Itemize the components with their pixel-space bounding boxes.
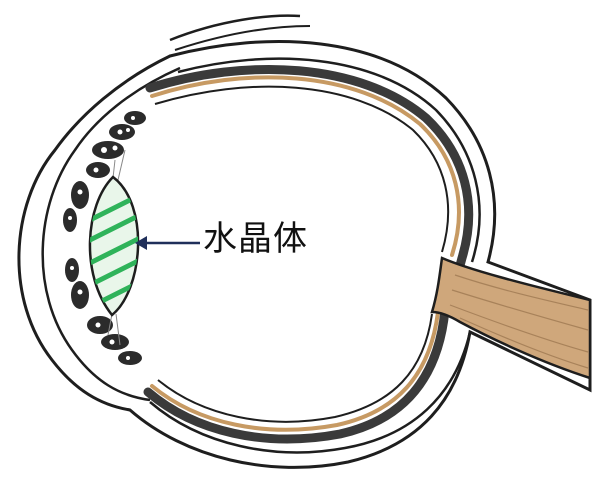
sclera-outer-outline <box>130 41 590 467</box>
lens-label: 水晶体 <box>203 222 308 256</box>
optic-nerve <box>432 258 590 378</box>
upper-lid-line-2 <box>175 26 310 50</box>
